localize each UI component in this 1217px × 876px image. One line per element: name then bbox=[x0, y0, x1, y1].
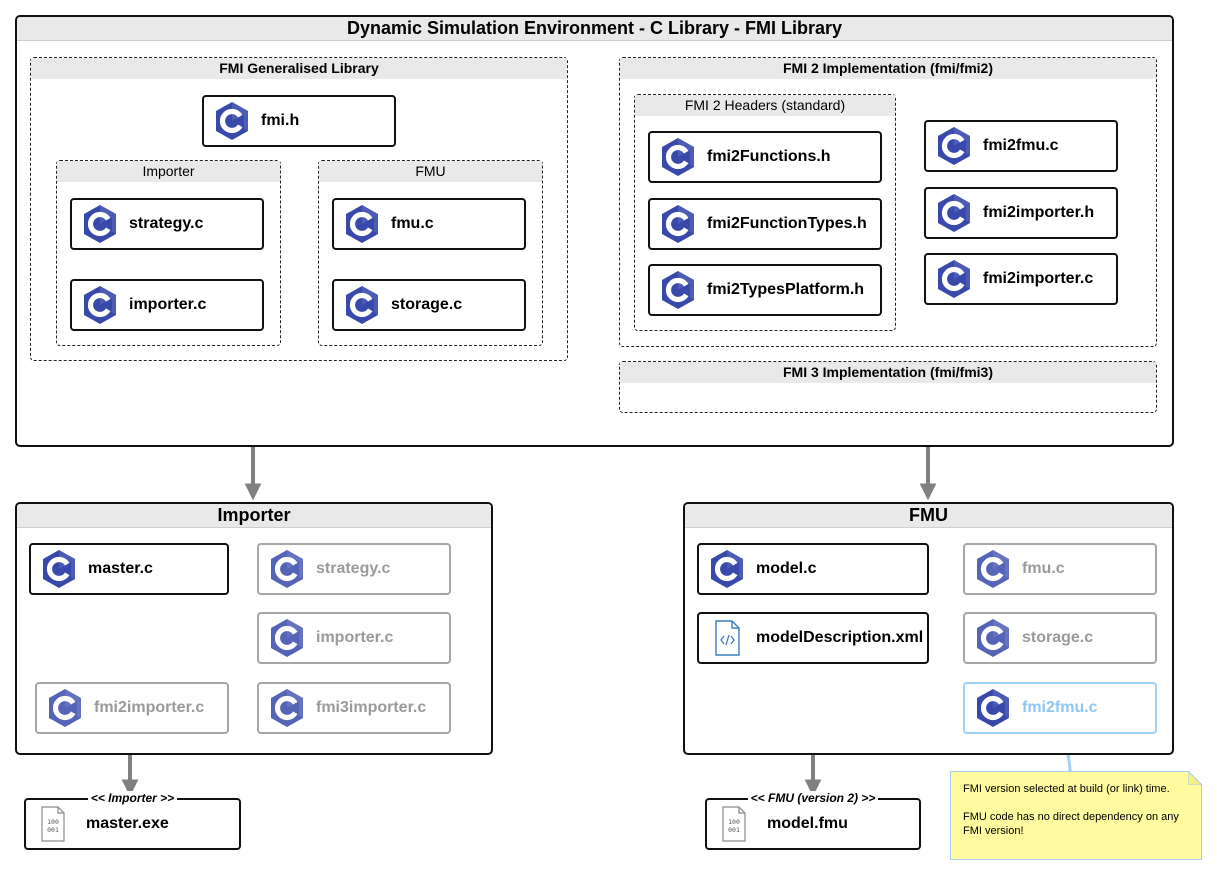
strategy-c-label: strategy.c bbox=[129, 215, 204, 232]
main-library-title: Dynamic Simulation Environment - C Libra… bbox=[17, 17, 1172, 41]
fmi2importer-h-label: fmi2importer.h bbox=[983, 204, 1095, 221]
master-c-label: master.c bbox=[88, 560, 153, 577]
fmi-h-node[interactable]: fmi.h bbox=[202, 95, 396, 147]
fmu-storage-c-node[interactable]: storage.c bbox=[963, 612, 1157, 664]
fmu-fmu-c-label: fmu.c bbox=[1022, 560, 1065, 577]
c-language-icon bbox=[974, 617, 1012, 659]
importer-c-node[interactable]: importer.c bbox=[70, 279, 264, 331]
fmi2typesplatform-h-node[interactable]: fmi2TypesPlatform.h bbox=[648, 264, 882, 316]
fmi2-headers-title: FMI 2 Headers (standard) bbox=[635, 95, 895, 116]
master-exe-label: master.exe bbox=[86, 815, 169, 832]
fmi2functiontypes-h-node[interactable]: fmi2FunctionTypes.h bbox=[648, 198, 882, 250]
c-language-icon bbox=[81, 284, 119, 326]
fmi2functiontypes-h-label: fmi2FunctionTypes.h bbox=[707, 215, 867, 232]
fmi2importer-h-node[interactable]: fmi2importer.h bbox=[924, 187, 1118, 239]
importer-fmi2importer-c-node[interactable]: fmi2importer.c bbox=[35, 682, 229, 734]
importer-importer-c-node[interactable]: importer.c bbox=[257, 612, 451, 664]
fmu-frame-title: FMU bbox=[685, 504, 1172, 528]
importer-frame-title: Importer bbox=[17, 504, 491, 528]
fmi3-implementation-title: FMI 3 Implementation (fmi/fmi3) bbox=[620, 362, 1156, 383]
importer-strategy-c-node[interactable]: strategy.c bbox=[257, 543, 451, 595]
fmi2functions-h-label: fmi2Functions.h bbox=[707, 148, 831, 165]
fmu-c-label: fmu.c bbox=[391, 215, 434, 232]
fmi2fmu-c-label: fmi2fmu.c bbox=[983, 137, 1059, 154]
importer-fmi3importer-c-label: fmi3importer.c bbox=[316, 699, 427, 716]
c-language-icon bbox=[268, 548, 306, 590]
c-language-icon bbox=[268, 617, 306, 659]
master-c-node[interactable]: master.c bbox=[29, 543, 229, 595]
binary-glyph: 100 bbox=[47, 818, 59, 826]
importer-strategy-c-label: strategy.c bbox=[316, 560, 391, 577]
note-fold-corner bbox=[1188, 771, 1202, 785]
generalised-importer-title: Importer bbox=[57, 161, 280, 182]
c-language-icon bbox=[935, 192, 973, 234]
fmi3-implementation-group: FMI 3 Implementation (fmi/fmi3) bbox=[619, 361, 1157, 413]
fmu-fmi2fmu-c-label: fmi2fmu.c bbox=[1022, 699, 1098, 716]
binary-file-icon: 100 001 bbox=[717, 803, 755, 845]
binary-file-icon: 100 001 bbox=[36, 803, 74, 845]
fmi-h-label: fmi.h bbox=[261, 112, 300, 129]
c-language-icon bbox=[40, 548, 78, 590]
c-language-icon bbox=[659, 203, 697, 245]
master-exe-stereotype: << Importer >> bbox=[87, 791, 178, 805]
fmi2-implementation-title: FMI 2 Implementation (fmi/fmi2) bbox=[620, 58, 1156, 79]
storage-c-node[interactable]: storage.c bbox=[332, 279, 526, 331]
generalised-fmu-title: FMU bbox=[319, 161, 542, 182]
fmu-fmi2fmu-c-node[interactable]: fmi2fmu.c bbox=[963, 682, 1157, 734]
strategy-c-node[interactable]: strategy.c bbox=[70, 198, 264, 250]
fmu-storage-c-label: storage.c bbox=[1022, 629, 1094, 646]
model-c-node[interactable]: model.c bbox=[697, 543, 929, 595]
fmi2functions-h-node[interactable]: fmi2Functions.h bbox=[648, 131, 882, 183]
c-language-icon bbox=[659, 269, 697, 311]
binary-glyph: 100 bbox=[728, 818, 740, 826]
storage-c-label: storage.c bbox=[391, 296, 463, 313]
c-language-icon bbox=[46, 687, 84, 729]
model-fmu-artifact[interactable]: << FMU (version 2) >> 100 001 model.fmu bbox=[705, 791, 921, 850]
binary-glyph: 001 bbox=[47, 826, 59, 834]
fmi2typesplatform-h-label: fmi2TypesPlatform.h bbox=[707, 281, 865, 298]
model-description-xml-node[interactable]: modelDescription.xml bbox=[697, 612, 929, 664]
c-language-icon bbox=[268, 687, 306, 729]
xml-file-icon bbox=[708, 617, 746, 659]
model-fmu-stereotype: << FMU (version 2) >> bbox=[747, 791, 879, 805]
note-line-2: FMU code has no direct dependency on any… bbox=[963, 811, 1179, 837]
binary-glyph: 001 bbox=[728, 826, 740, 834]
importer-c-label: importer.c bbox=[129, 296, 207, 313]
fmu-c-node[interactable]: fmu.c bbox=[332, 198, 526, 250]
generalised-library-title: FMI Generalised Library bbox=[31, 58, 567, 79]
model-fmu-label: model.fmu bbox=[767, 815, 848, 832]
c-language-icon bbox=[213, 100, 251, 142]
c-language-icon bbox=[343, 203, 381, 245]
fmi2importer-c-node[interactable]: fmi2importer.c bbox=[924, 253, 1118, 305]
fmu-fmu-c-node[interactable]: fmu.c bbox=[963, 543, 1157, 595]
importer-importer-c-label: importer.c bbox=[316, 629, 394, 646]
c-language-icon bbox=[935, 125, 973, 167]
fmi2importer-c-label: fmi2importer.c bbox=[983, 270, 1094, 287]
model-c-label: model.c bbox=[756, 560, 817, 577]
c-language-icon bbox=[974, 548, 1012, 590]
c-language-icon bbox=[343, 284, 381, 326]
version-selection-note: FMI version selected at build (or link) … bbox=[950, 771, 1202, 860]
model-description-xml-label: modelDescription.xml bbox=[756, 629, 924, 646]
c-language-icon bbox=[974, 687, 1012, 729]
c-language-icon bbox=[935, 258, 973, 300]
importer-fmi2importer-c-label: fmi2importer.c bbox=[94, 699, 205, 716]
c-language-icon bbox=[81, 203, 119, 245]
master-exe-artifact[interactable]: << Importer >> 100 001 master.exe bbox=[24, 791, 241, 850]
note-line-1: FMI version selected at build (or link) … bbox=[963, 783, 1170, 795]
importer-fmi3importer-c-node[interactable]: fmi3importer.c bbox=[257, 682, 451, 734]
c-language-icon bbox=[708, 548, 746, 590]
fmi2fmu-c-node[interactable]: fmi2fmu.c bbox=[924, 120, 1118, 172]
c-language-icon bbox=[659, 136, 697, 178]
